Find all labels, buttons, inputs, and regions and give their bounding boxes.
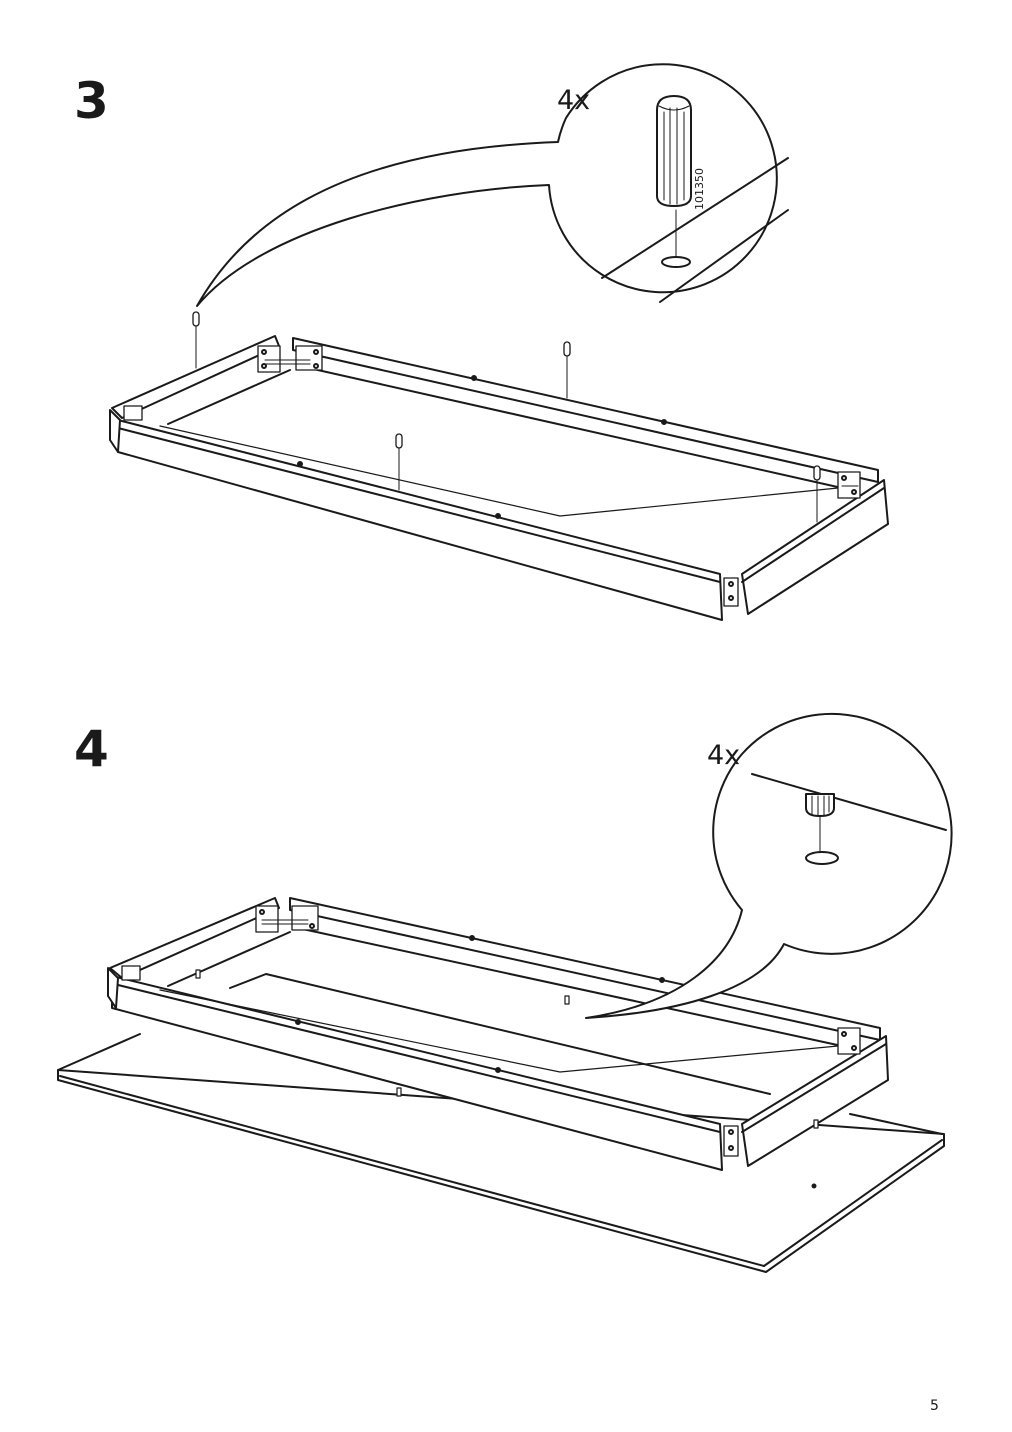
corner-bracket-icon: [122, 966, 140, 980]
corner-bracket-icon: [838, 1028, 860, 1054]
step-4-quantity: 4x: [707, 740, 741, 771]
dowel-icon: [806, 794, 834, 852]
step-4-frame: [108, 898, 888, 1170]
page-number: 5: [930, 1398, 939, 1414]
frame-dowel-icon: [814, 466, 820, 522]
corner-bracket-icon: [258, 346, 322, 372]
step-3-callout-bubble: [197, 64, 777, 306]
corner-bracket-icon: [124, 406, 142, 420]
dowel-icon: [657, 96, 691, 206]
corner-bracket-icon: [256, 906, 318, 932]
corner-bracket-icon: [838, 472, 860, 498]
frame-dowel-icon: [193, 312, 199, 368]
step-3-frame: [110, 336, 888, 620]
corner-bracket-icon: [724, 578, 738, 606]
step-4-callout-bubble: [586, 714, 952, 1018]
step-3-illustration: [0, 0, 1012, 700]
step-4-number: 4: [74, 720, 109, 778]
step-3-number: 3: [74, 72, 109, 130]
step-3-quantity: 4x: [557, 85, 591, 116]
frame-dowel-icon: [396, 434, 402, 490]
frame-dowel-icon: [564, 342, 570, 398]
corner-bracket-icon: [724, 1126, 738, 1156]
